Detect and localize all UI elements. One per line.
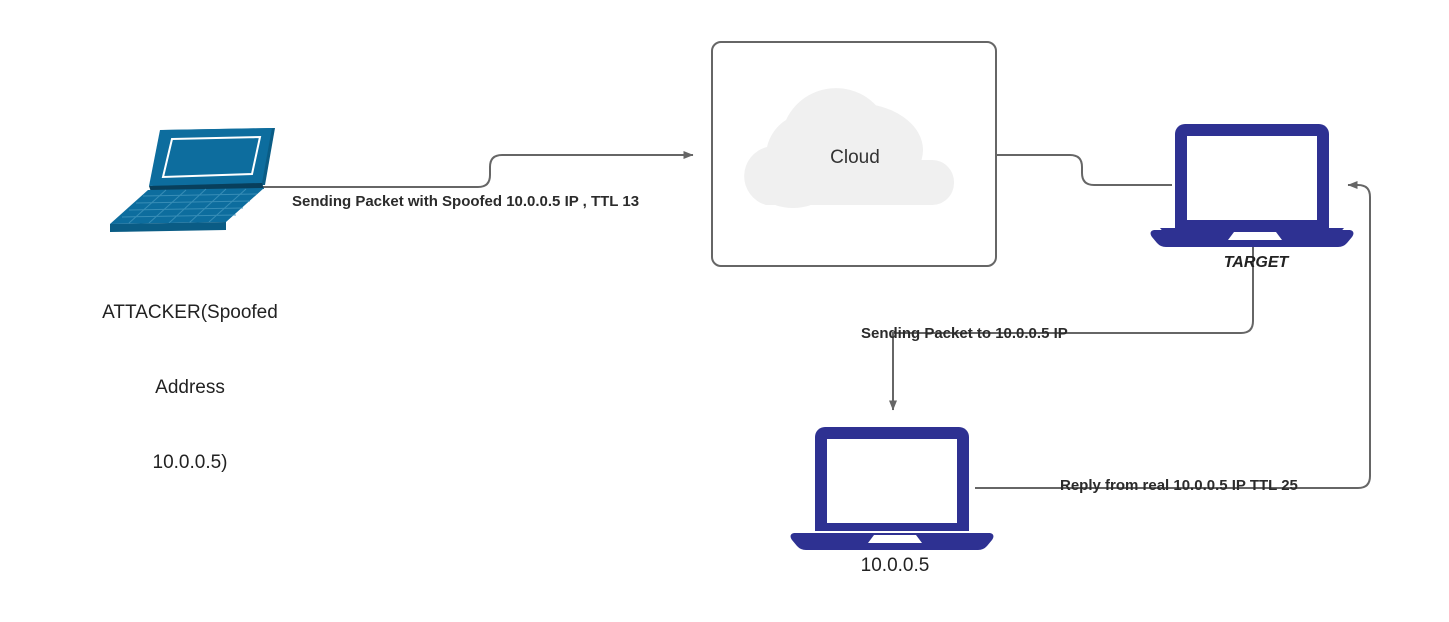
attacker-label-line2: Address [155,377,225,398]
target-laptop-icon [1150,124,1354,248]
target-label: TARGET [1223,254,1289,271]
edge-attacker-to-cloud [262,151,694,188]
attacker-laptop-icon [110,128,275,232]
attacker-label-line3: 10.0.0.5) [152,452,228,473]
attacker-label: ATTACKER(Spoofed Address 10.0.0.5) [60,250,320,500]
victim-label: 10.0.0.5 [860,555,930,576]
victim-laptop-icon [790,427,994,551]
edge-label-target-to-victim: Sending Packet to 10.0.0.5 IP [861,325,1068,342]
edge-label-victim-to-target: Reply from real 10.0.0.5 IP TTL 25 [1060,477,1298,494]
cloud-label: Cloud [830,147,880,168]
edge-cloud-to-target [996,154,1172,186]
edge-label-attacker-to-cloud: Sending Packet with Spoofed 10.0.0.5 IP … [292,193,640,210]
attacker-label-line1: ATTACKER(Spoofed [102,302,278,323]
edge-victim-to-target [975,181,1371,489]
edge-target-to-victim [889,240,1254,411]
cloud-icon [744,88,954,208]
